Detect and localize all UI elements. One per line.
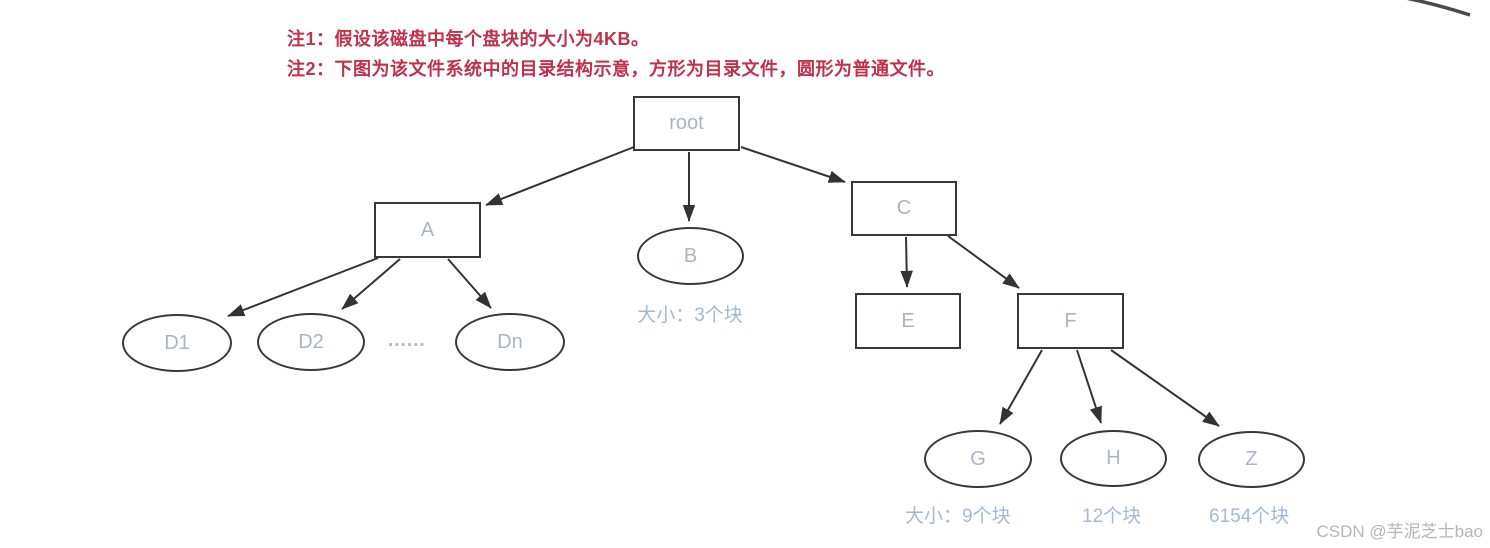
node-h-label: H	[1106, 447, 1121, 469]
node-d1: D1	[122, 314, 232, 372]
node-d2-label: D2	[298, 330, 324, 353]
node-z: Z	[1198, 431, 1305, 488]
node-a: A	[374, 202, 481, 258]
node-d2: D2	[257, 313, 365, 371]
size-label-g: 大小：9个块	[905, 506, 1011, 527]
stray-corner-line	[1406, 0, 1471, 17]
size-label-b: 大小：3个块	[637, 305, 743, 326]
note-1: 注1：假设该磁盘中每个盘块的大小为4KB。	[287, 29, 650, 49]
edge-F-to-H	[1076, 349, 1102, 424]
node-z-label: Z	[1245, 448, 1258, 470]
edge-C-to-E	[900, 236, 913, 288]
size-label-z: 6154个块	[1209, 506, 1290, 527]
node-d1-label: D1	[164, 331, 190, 354]
edge-root-to-C	[740, 146, 846, 183]
watermark: CSDN @芋泥芝士bao	[1316, 522, 1483, 541]
edge-A-to-D2	[341, 258, 401, 310]
edge-A-to-D1	[227, 257, 379, 317]
edge-C-to-F	[947, 235, 1020, 289]
node-b: B	[637, 227, 744, 285]
node-dn-label: Dn	[497, 330, 523, 353]
node-e: E	[855, 293, 961, 349]
note-2: 注2：下图为该文件系统中的目录结构示意，方形为目录文件，圆形为普通文件。	[287, 59, 946, 79]
node-c-label: C	[896, 197, 912, 219]
ellipsis-dots: ......	[388, 330, 426, 351]
node-root: root	[633, 96, 740, 151]
node-f: F	[1017, 293, 1124, 349]
node-a-label: A	[420, 218, 435, 241]
node-g: G	[924, 430, 1032, 488]
size-label-h: 12个块	[1082, 506, 1142, 527]
node-root-label: root	[669, 112, 704, 134]
node-h: H	[1060, 430, 1167, 487]
edge-F-to-Z	[1110, 349, 1220, 427]
edge-root-to-A	[485, 146, 635, 206]
node-f-label: F	[1064, 309, 1077, 332]
edge-A-to-Dn	[447, 258, 492, 309]
node-dn: Dn	[455, 313, 565, 371]
node-g-label: G	[970, 447, 986, 470]
edge-F-to-G	[999, 349, 1043, 425]
node-c: C	[851, 181, 957, 236]
node-b-label: B	[683, 244, 698, 267]
node-e-label: E	[901, 309, 915, 332]
